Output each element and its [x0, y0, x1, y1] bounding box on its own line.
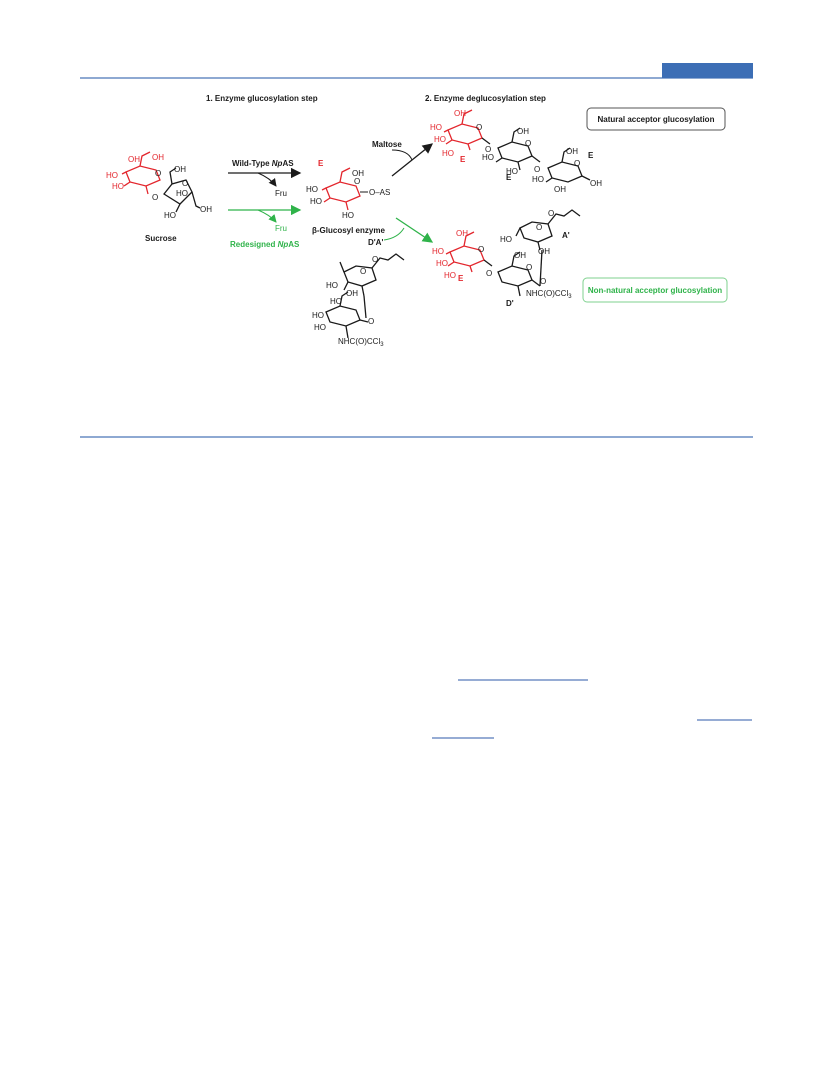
fru-release-black	[257, 172, 277, 187]
unit-e-enzyme: E	[318, 159, 324, 168]
fru-release-green	[257, 209, 277, 223]
svg-text:O: O	[540, 277, 546, 286]
natural-product-structure: OH HO HO HO O O OH O HO HO O OH O HO OH …	[430, 109, 602, 194]
svg-text:O: O	[372, 255, 378, 264]
nonnatural-product-structure: OH HO HO HO O O OH O O HO O O OH NHC(O)C…	[432, 209, 581, 300]
nhc-label-right: NHC(O)CCl3	[526, 289, 572, 300]
svg-text:HO: HO	[444, 271, 456, 280]
natural-box-label: Natural acceptor glucosylation	[598, 115, 715, 124]
step2-title: 2. Enzyme deglucosylation step	[425, 94, 546, 103]
svg-text:O: O	[548, 209, 554, 218]
unit-e-natural-1: E	[460, 155, 466, 164]
unit-e-nonnatural: E	[458, 274, 464, 283]
svg-text:O: O	[360, 267, 366, 276]
svg-text:OH: OH	[152, 153, 164, 162]
svg-text:OH: OH	[200, 205, 212, 214]
natural-box	[586, 107, 726, 131]
svg-text:HO: HO	[326, 281, 338, 290]
svg-text:O: O	[478, 245, 484, 254]
step1-title: 1. Enzyme glucosylation step	[206, 94, 318, 103]
svg-text:HO: HO	[176, 189, 188, 198]
svg-text:OH: OH	[454, 109, 466, 118]
svg-text:HO: HO	[432, 247, 444, 256]
svg-text:OH: OH	[514, 251, 526, 260]
svg-text:O: O	[574, 159, 580, 168]
svg-text:O: O	[152, 193, 158, 202]
svg-text:O: O	[368, 317, 374, 326]
unit-a-prime: A'	[562, 231, 570, 240]
header-tab	[662, 63, 753, 78]
svg-text:HO: HO	[500, 235, 512, 244]
svg-text:HO: HO	[164, 211, 176, 220]
svg-text:OH: OH	[174, 165, 186, 174]
dpa-feed	[383, 227, 405, 241]
maltose-feed	[391, 149, 413, 161]
svg-text:OH: OH	[517, 127, 529, 136]
svg-text:O: O	[536, 223, 542, 232]
svg-text:HO: HO	[482, 153, 494, 162]
nonnatural-box	[582, 277, 728, 303]
svg-text:OH: OH	[538, 247, 550, 256]
svg-text:HO: HO	[430, 123, 442, 132]
redesigned-label: Redesigned NpAS	[230, 240, 300, 249]
nonnatural-box-label: Non-natural acceptor glucosylation	[588, 286, 722, 295]
svg-text:OH: OH	[554, 185, 566, 194]
sucrose-label: Sucrose	[145, 234, 177, 243]
svg-text:O: O	[486, 269, 492, 278]
glucosyl-enzyme-structure: OH O HO HO HO O–AS	[306, 167, 390, 220]
glucosyl-enzyme-label: β-Glucosyl enzyme	[312, 226, 385, 235]
svg-text:HO: HO	[506, 167, 518, 176]
svg-text:OH: OH	[566, 147, 578, 156]
svg-text:OH: OH	[346, 289, 358, 298]
svg-text:HO: HO	[436, 259, 448, 268]
svg-text:HO: HO	[330, 297, 342, 306]
dpa-label: D'A'	[368, 238, 383, 247]
svg-text:O: O	[354, 177, 360, 186]
unit-d-prime: D'	[506, 299, 514, 308]
fru-black-label: Fru	[275, 189, 287, 198]
svg-text:O: O	[476, 123, 482, 132]
dpa-acceptor-structure	[325, 253, 405, 339]
svg-text:HO: HO	[310, 197, 322, 206]
svg-text:O–AS: O–AS	[369, 188, 390, 197]
unit-e-natural-2: E	[506, 173, 512, 182]
svg-text:HO: HO	[342, 211, 354, 220]
fru-green-label: Fru	[275, 224, 287, 233]
svg-text:OH: OH	[456, 229, 468, 238]
nhc-label-left: NHC(O)CCl3	[338, 337, 384, 348]
dpa-arrow	[395, 217, 434, 243]
svg-text:O: O	[485, 145, 491, 154]
svg-text:HO: HO	[434, 135, 446, 144]
svg-text:HO: HO	[442, 149, 454, 158]
svg-text:OH: OH	[352, 169, 364, 178]
svg-text:O: O	[182, 179, 188, 188]
svg-text:HO: HO	[112, 182, 124, 191]
svg-text:OH: OH	[590, 179, 602, 188]
sucrose-structure: OH HO HO OH O O OH O HO HO OH	[106, 151, 212, 220]
svg-text:O: O	[525, 139, 531, 148]
maltose-label: Maltose	[372, 140, 402, 149]
wild-type-label: Wild-Type NpAS	[232, 159, 294, 168]
svg-text:HO: HO	[532, 175, 544, 184]
svg-text:HO: HO	[312, 311, 324, 320]
svg-text:HO: HO	[314, 323, 326, 332]
svg-text:O: O	[534, 165, 540, 174]
svg-text:O: O	[526, 263, 532, 272]
svg-text:OH: OH	[128, 155, 140, 164]
svg-text:HO: HO	[306, 185, 318, 194]
unit-e-natural-3: E	[588, 151, 594, 160]
svg-text:O: O	[155, 169, 161, 178]
svg-text:HO: HO	[106, 171, 118, 180]
